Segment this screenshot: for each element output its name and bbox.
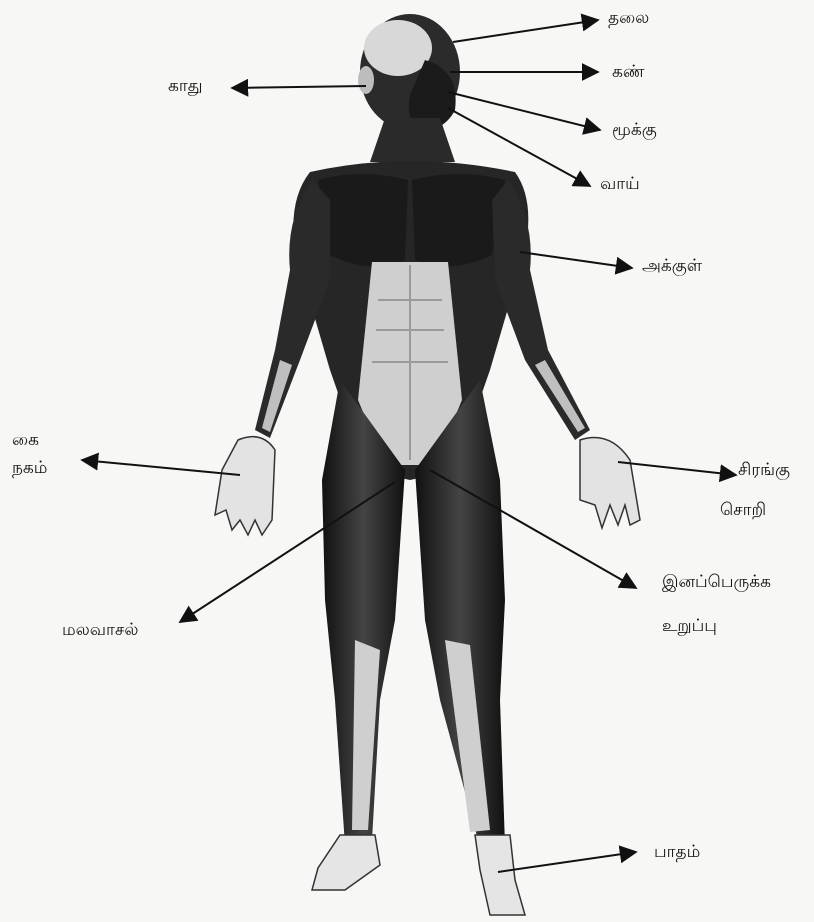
- arrow-head: [453, 20, 598, 42]
- chest-right: [412, 174, 505, 266]
- right-foot: [475, 835, 525, 915]
- arrow-ear: [232, 86, 366, 88]
- label-reproductive-line2: உறுப்பு: [662, 616, 717, 636]
- arrow-armpit: [520, 252, 632, 268]
- label-hand: கை: [12, 430, 39, 450]
- arrow-nose: [448, 92, 600, 130]
- arrow-hand: [82, 460, 240, 475]
- left-hand: [215, 437, 275, 535]
- label-armpit: அக்குள்: [642, 256, 702, 276]
- label-head: தலை: [608, 8, 649, 28]
- human-figure: [215, 14, 640, 915]
- label-anus: மலவாசல்: [62, 620, 138, 640]
- label-ear: காது: [168, 76, 203, 96]
- right-forearm-highlight: [535, 360, 585, 432]
- label-mange-line1: சிரங்கு: [738, 460, 790, 480]
- arrow-foot: [498, 852, 636, 872]
- label-foot: பாதம்: [654, 842, 700, 862]
- label-mouth: வாய்: [600, 174, 640, 194]
- arrow-mange: [618, 462, 736, 475]
- label-reproductive-line1: இனப்பெருக்க: [662, 572, 771, 592]
- ear-shape: [358, 66, 374, 94]
- chest-left: [318, 174, 408, 266]
- left-arm: [255, 180, 330, 438]
- label-mange-line2: சொறி: [720, 500, 766, 520]
- label-nail: நகம்: [12, 458, 47, 478]
- label-eye: கண்: [612, 62, 645, 82]
- right-hand: [580, 438, 640, 529]
- left-foot: [312, 835, 380, 890]
- label-nose: மூக்கு: [612, 120, 657, 140]
- right-arm: [492, 180, 590, 440]
